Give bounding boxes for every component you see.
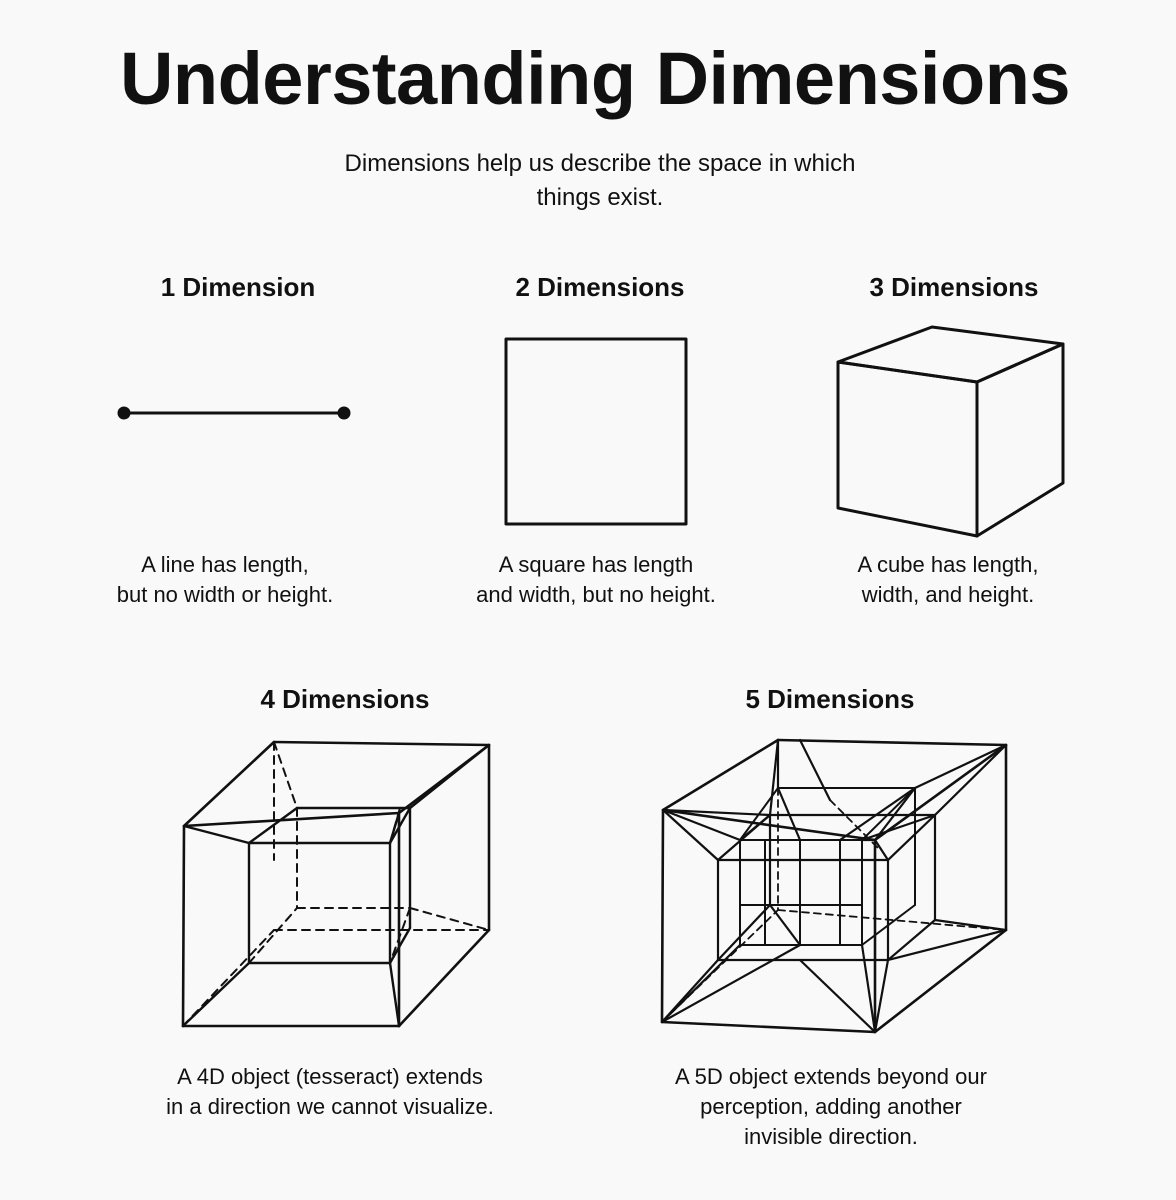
caption-line: A cube has length, (857, 552, 1039, 577)
caption-3d: A cube has length, width, and height. (818, 550, 1078, 610)
heading-1d: 1 Dimension (160, 272, 316, 302)
heading-5d: 5 Dimensions (745, 684, 915, 714)
square (504, 337, 688, 526)
cube-top-face (836, 325, 1065, 384)
caption-line: A 4D object (tesseract) extends (177, 1064, 483, 1089)
caption-line: width, and height. (861, 582, 1035, 607)
penteract-figure (660, 738, 1008, 1034)
cube-front-face (836, 360, 979, 538)
caption-2d: A square has length and width, but no he… (446, 550, 746, 610)
caption-line: A 5D object extends beyond our (675, 1064, 987, 1089)
subtitle-line: things exist. (536, 184, 664, 211)
caption-4d: A 4D object (tesseract) extends in a dir… (140, 1062, 520, 1122)
page-subtitle: Dimensions help us describe the space in… (0, 147, 1176, 215)
caption-5d: A 5D object extends beyond our perceptio… (636, 1062, 1026, 1152)
caption-line: invisible direction. (744, 1124, 918, 1149)
caption-line: but no width or height. (116, 582, 334, 607)
heading-4d: 4 Dimensions (260, 684, 430, 714)
caption-line: perception, adding another (700, 1094, 962, 1119)
subtitle-line: Dimensions help us describe the space in… (344, 150, 856, 177)
line-endpoint (117, 406, 131, 420)
caption-line: A line has length, (141, 552, 309, 577)
line-endpoint (337, 406, 351, 420)
cube-figure (836, 325, 1065, 538)
caption-line: in a direction we cannot visualize. (166, 1094, 494, 1119)
heading-3d: 3 Dimensions (869, 272, 1039, 302)
line-segment-figure (117, 406, 351, 420)
heading-2d: 2 Dimensions (515, 272, 685, 302)
tesseract-figure (181, 740, 491, 1028)
caption-line: A square has length (498, 552, 694, 577)
caption-1d: A line has length, but no width or heigh… (80, 550, 370, 610)
cube-side-face (975, 342, 1065, 538)
page-title: Understanding Dimensions (119, 37, 1071, 120)
caption-line: and width, but no height. (476, 582, 716, 607)
square-figure (504, 337, 688, 526)
